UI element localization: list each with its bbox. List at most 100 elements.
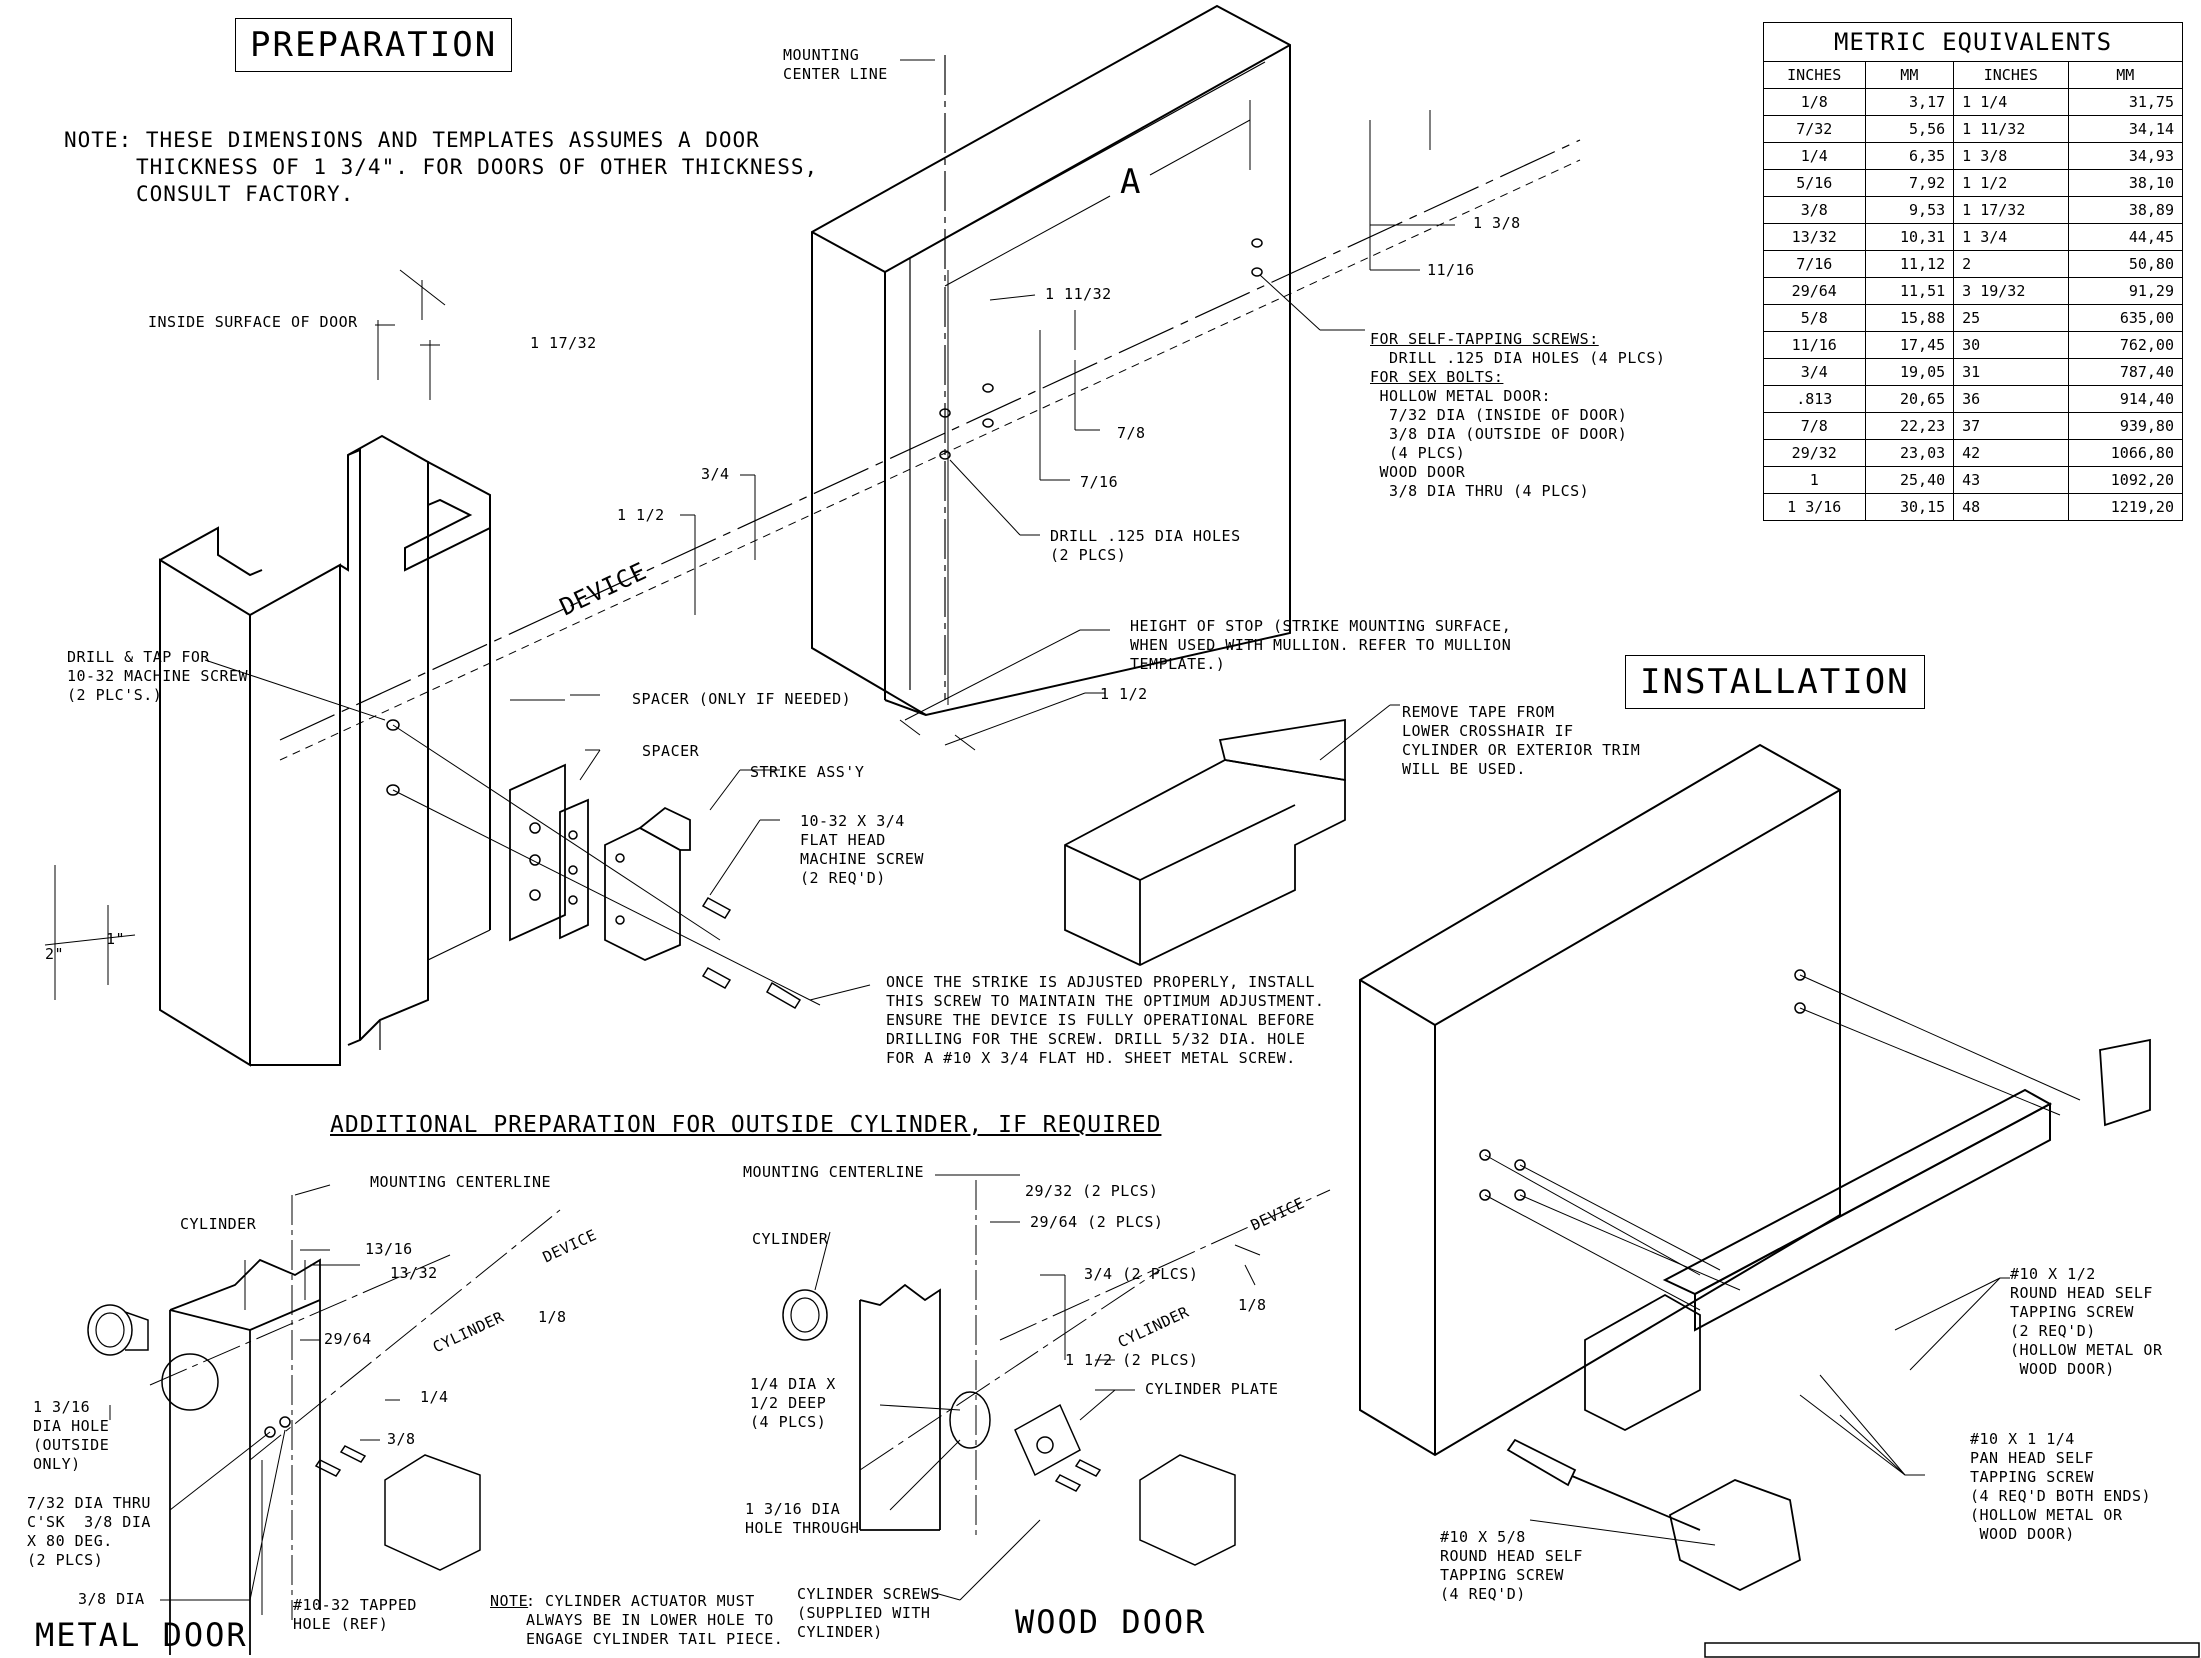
- spacers: [510, 765, 690, 960]
- dim-7-16: 7/16: [1080, 473, 1119, 491]
- row-mm-2: 1066,80: [2067, 439, 2184, 467]
- spacer-label: SPACER: [642, 742, 700, 760]
- wood-dim-29-64: 29/64 (2 PLCS): [1030, 1213, 1164, 1231]
- row-inches: 7/16: [1763, 250, 1866, 278]
- wood-dim-29-32: 29/32 (2 PLCS): [1025, 1182, 1159, 1200]
- metal-dim-3-8: 3/8: [387, 1430, 416, 1448]
- wood-dia-quarter-label: 1/4 DIA X 1/2 DEEP (4 PLCS): [750, 1375, 836, 1431]
- hole-through-label: 1 3/16 DIA HOLE THROUGH: [745, 1500, 860, 1537]
- wood-cylinder-label: CYLINDER: [752, 1230, 829, 1248]
- row-inches-2: 1 11/32: [1953, 115, 2069, 143]
- metal-dim-29-64: 29/64: [324, 1330, 372, 1348]
- row-mm: 30,15: [1864, 493, 1955, 521]
- install-door: [1360, 745, 1840, 1455]
- dim-1-1-2: 1 1/2: [617, 506, 665, 524]
- dim-7-8: 7/8: [1117, 424, 1146, 442]
- row-inches: 3/8: [1763, 196, 1866, 224]
- row-mm-2: 635,00: [2067, 304, 2184, 332]
- sex-bolts-title: FOR SEX BOLTS:: [1370, 368, 1504, 386]
- row-inches: 29/64: [1763, 277, 1866, 305]
- row-mm-2: 31,75: [2067, 88, 2184, 116]
- row-mm-2: 34,93: [2067, 142, 2184, 170]
- door-isometric: [812, 6, 1290, 715]
- note-line-2: THICKNESS OF 1 3/4". FOR DOORS OF OTHER …: [136, 155, 819, 179]
- row-mm: 6,35: [1864, 142, 1955, 170]
- metal-door-section: [170, 1260, 320, 1655]
- wood-door-title: WOOD DOOR: [1015, 1603, 1207, 1641]
- row-inches: 1 3/16: [1763, 493, 1866, 521]
- row-mm: 22,23: [1864, 412, 1955, 440]
- col-inches: INCHES: [1763, 61, 1866, 89]
- dim-1-1-2-stop: 1 1/2: [1100, 685, 1148, 703]
- note-line-1: NOTE: THESE DIMENSIONS AND TEMPLATES ASS…: [64, 128, 760, 152]
- row-mm-2: 91,29: [2067, 277, 2184, 305]
- row-inches-2: 1 1/4: [1953, 88, 2069, 116]
- row-mm-2: 1092,20: [2067, 466, 2184, 494]
- row-inches: 7/32: [1763, 115, 1866, 143]
- row-mm: 17,45: [1864, 331, 1955, 359]
- row-inches-2: 1 1/2: [1953, 169, 2069, 197]
- dim-1-11-32: 1 11/32: [1045, 285, 1112, 303]
- row-mm-2: 38,89: [2067, 196, 2184, 224]
- screws-prep: [703, 898, 800, 1008]
- self-tapping-title: FOR SELF-TAPPING SCREWS:: [1370, 330, 1599, 348]
- row-inches: 1: [1763, 466, 1866, 494]
- row-inches: 5/16: [1763, 169, 1866, 197]
- row-mm: 25,40: [1864, 466, 1955, 494]
- row-inches-2: 1 3/8: [1953, 142, 2069, 170]
- dim-3-4: 3/4: [701, 465, 730, 483]
- mounting-center-line-label: MOUNTING CENTER LINE: [783, 46, 888, 83]
- row-inches-2: 3 19/32: [1953, 277, 2069, 305]
- metal-dim-1-8: 1/8: [538, 1308, 567, 1326]
- row-inches: 11/16: [1763, 331, 1866, 359]
- row-mm-2: 44,45: [2067, 223, 2184, 251]
- sex-bolts-body: HOLLOW METAL DOOR: 7/32 DIA (INSIDE OF D…: [1379, 387, 1628, 500]
- row-inches: 3/4: [1763, 358, 1866, 386]
- row-inches-2: 43: [1953, 466, 2069, 494]
- metal-cylinder-label: CYLINDER: [180, 1215, 257, 1233]
- row-inches: 7/8: [1763, 412, 1866, 440]
- dim-1-17-32: 1 17/32: [530, 334, 597, 352]
- cylinder-note-title: NOTE: [490, 1592, 529, 1610]
- wood-door-section: [860, 1285, 940, 1530]
- row-mm: 9,53: [1864, 196, 1955, 224]
- cylinder-plate-label: CYLINDER PLATE: [1145, 1380, 1279, 1398]
- additional-prep-title: ADDITIONAL PREPARATION FOR OUTSIDE CYLIN…: [330, 1112, 1162, 1138]
- remove-tape-note: REMOVE TAPE FROM LOWER CROSSHAIR IF CYLI…: [1402, 703, 1641, 778]
- row-inches-2: 37: [1953, 412, 2069, 440]
- dim-1-3-8: 1 3/8: [1473, 214, 1521, 232]
- row-inches-2: 36: [1953, 385, 2069, 413]
- metal-dia-hole-label: 1 3/16 DIA HOLE (OUTSIDE ONLY): [33, 1398, 110, 1473]
- row-inches-2: 48: [1953, 493, 2069, 521]
- metal-dia-38-label: 3/8 DIA: [78, 1590, 145, 1608]
- row-inches-2: 1 3/4: [1953, 223, 2069, 251]
- round-head-5-8-label: #10 X 5/8 ROUND HEAD SELF TAPPING SCREW …: [1440, 1528, 1583, 1603]
- row-mm-2: 1219,20: [2067, 493, 2184, 521]
- self-tapping-body: DRILL .125 DIA HOLES (4 PLCS): [1370, 349, 1666, 367]
- row-inches-2: 1 17/32: [1953, 196, 2069, 224]
- row-inches-2: 42: [1953, 439, 2069, 467]
- wood-mounting-centerline-label: MOUNTING CENTERLINE: [743, 1163, 925, 1181]
- strike-assy-label: STRIKE ASS'Y: [750, 763, 865, 781]
- inside-surface-label: INSIDE SURFACE OF DOOR: [148, 313, 358, 331]
- round-head-half-label: #10 X 1/2 ROUND HEAD SELF TAPPING SCREW …: [2010, 1265, 2163, 1378]
- metric-equivalents-table: METRIC EQUIVALENTS INCHES MM INCHES MM 1…: [1763, 22, 2184, 521]
- drill-tap-label: DRILL & TAP FOR 10-32 MACHINE SCREW (2 P…: [67, 648, 249, 704]
- dim-1in: 1": [106, 930, 126, 948]
- col-mm: MM: [1864, 61, 1955, 89]
- device-centerline: [280, 140, 1580, 740]
- col-inches-2: INCHES: [1953, 61, 2069, 89]
